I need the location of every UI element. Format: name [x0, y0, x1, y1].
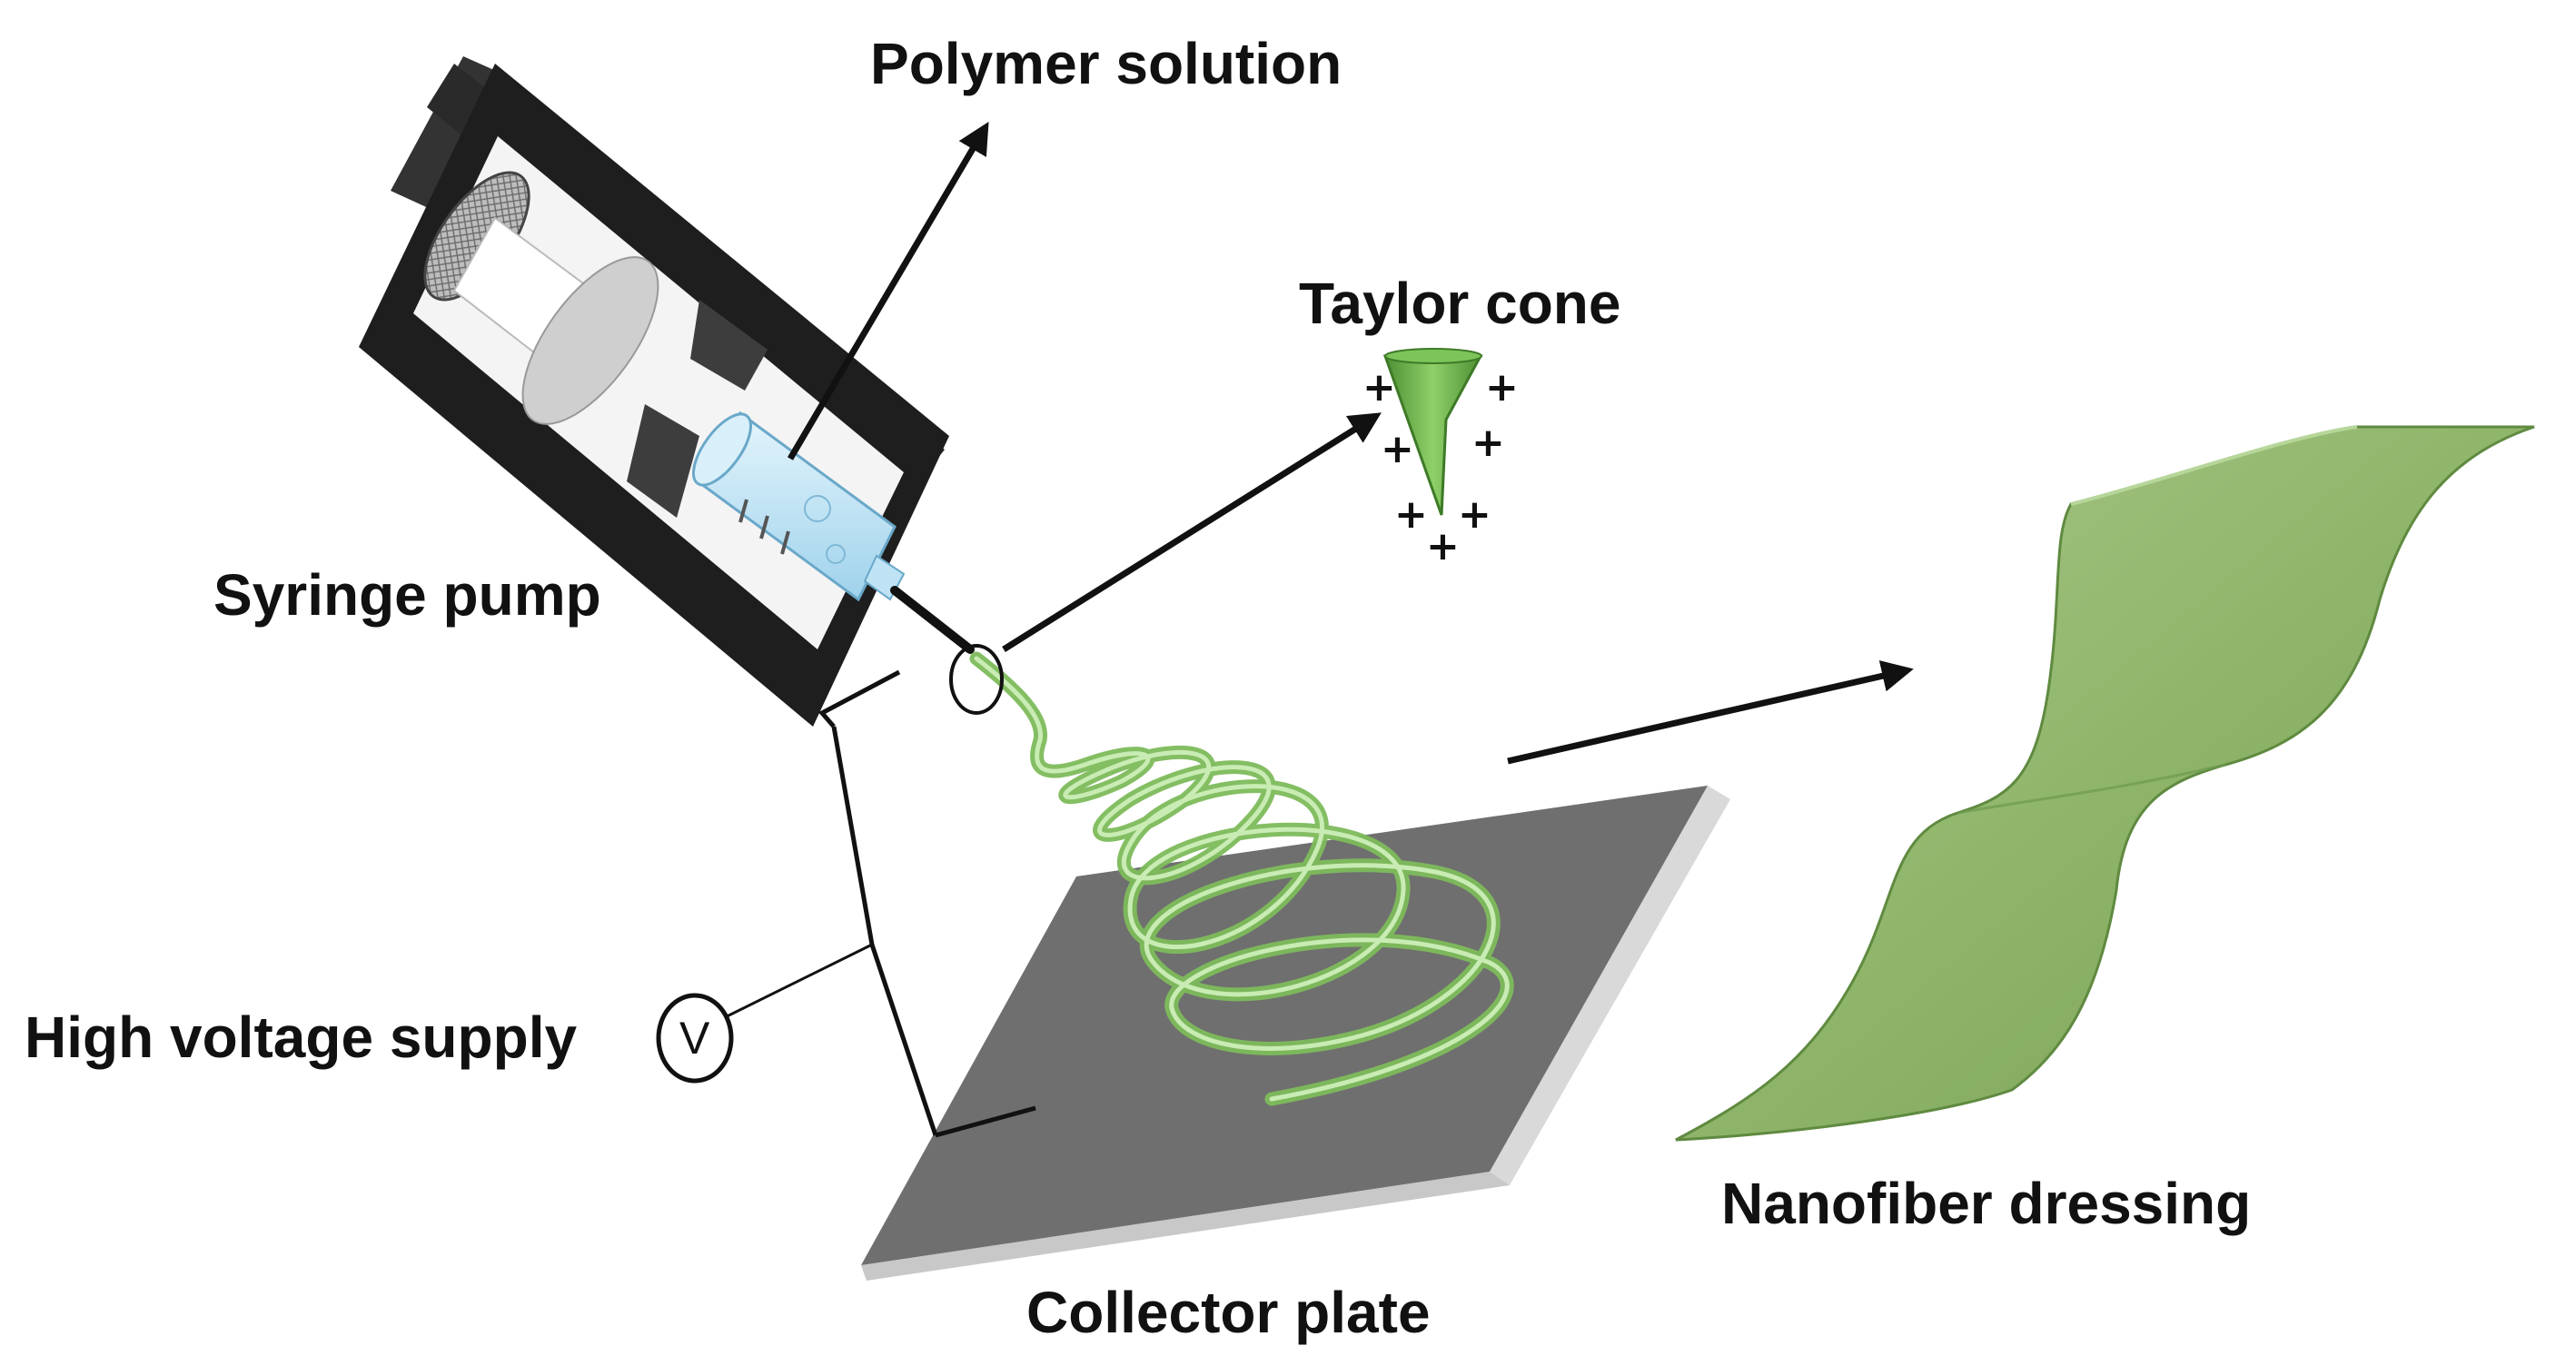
label-high-voltage-supply: High voltage supply: [25, 1005, 578, 1070]
label-polymer-solution: Polymer solution: [870, 31, 1342, 96]
syringe-pump: [359, 56, 975, 727]
voltmeter: [656, 993, 734, 1084]
collector-plate-edge: [861, 1172, 1510, 1281]
taylor-cone-highlight-circle: [949, 644, 1004, 715]
wire-main: [831, 726, 938, 1136]
pump-clamp-bottom: [627, 404, 699, 518]
dressing-sheet: [1675, 425, 2535, 1142]
charge-plus: +: [1485, 364, 1519, 411]
charge-plus: +: [1458, 491, 1491, 538]
charge-plus: +: [1394, 491, 1428, 538]
arrow-to-polymer-solution: [787, 121, 989, 460]
arrow-to-taylor-cone: [1002, 412, 1382, 652]
charge-plus: +: [1471, 420, 1505, 466]
label-syringe-pump: Syringe pump: [213, 562, 601, 628]
collector-plate-side: [1490, 786, 1730, 1185]
voltmeter-symbol: V: [679, 1013, 710, 1064]
charge-plus: +: [1426, 523, 1460, 569]
label-taylor-cone: Taylor cone: [1299, 271, 1621, 336]
collector-plate: [861, 786, 1730, 1281]
fiber-jet: [969, 651, 1514, 1106]
syringe-barrel: [691, 411, 897, 602]
wire-top-bracket: [818, 669, 901, 728]
charge-plus: +: [1381, 426, 1414, 472]
nanofiber-dressing-sheet: [1675, 425, 2535, 1142]
syringe-needle: [890, 586, 975, 654]
label-nanofiber-dressing: Nanofiber dressing: [1721, 1171, 2252, 1236]
voltmeter-circle: [656, 993, 734, 1084]
wire-bottom-bracket: [935, 1105, 1036, 1138]
arrows: [787, 121, 1914, 765]
plunger-flange: [521, 256, 659, 425]
taylor-cone-illustration: [1382, 348, 1483, 516]
pump-clamp-top: [690, 300, 768, 391]
label-collector-plate: Collector plate: [1026, 1280, 1431, 1345]
charge-plus: +: [1362, 364, 1396, 411]
arrow-to-nanofiber-dressing: [1507, 660, 1914, 765]
